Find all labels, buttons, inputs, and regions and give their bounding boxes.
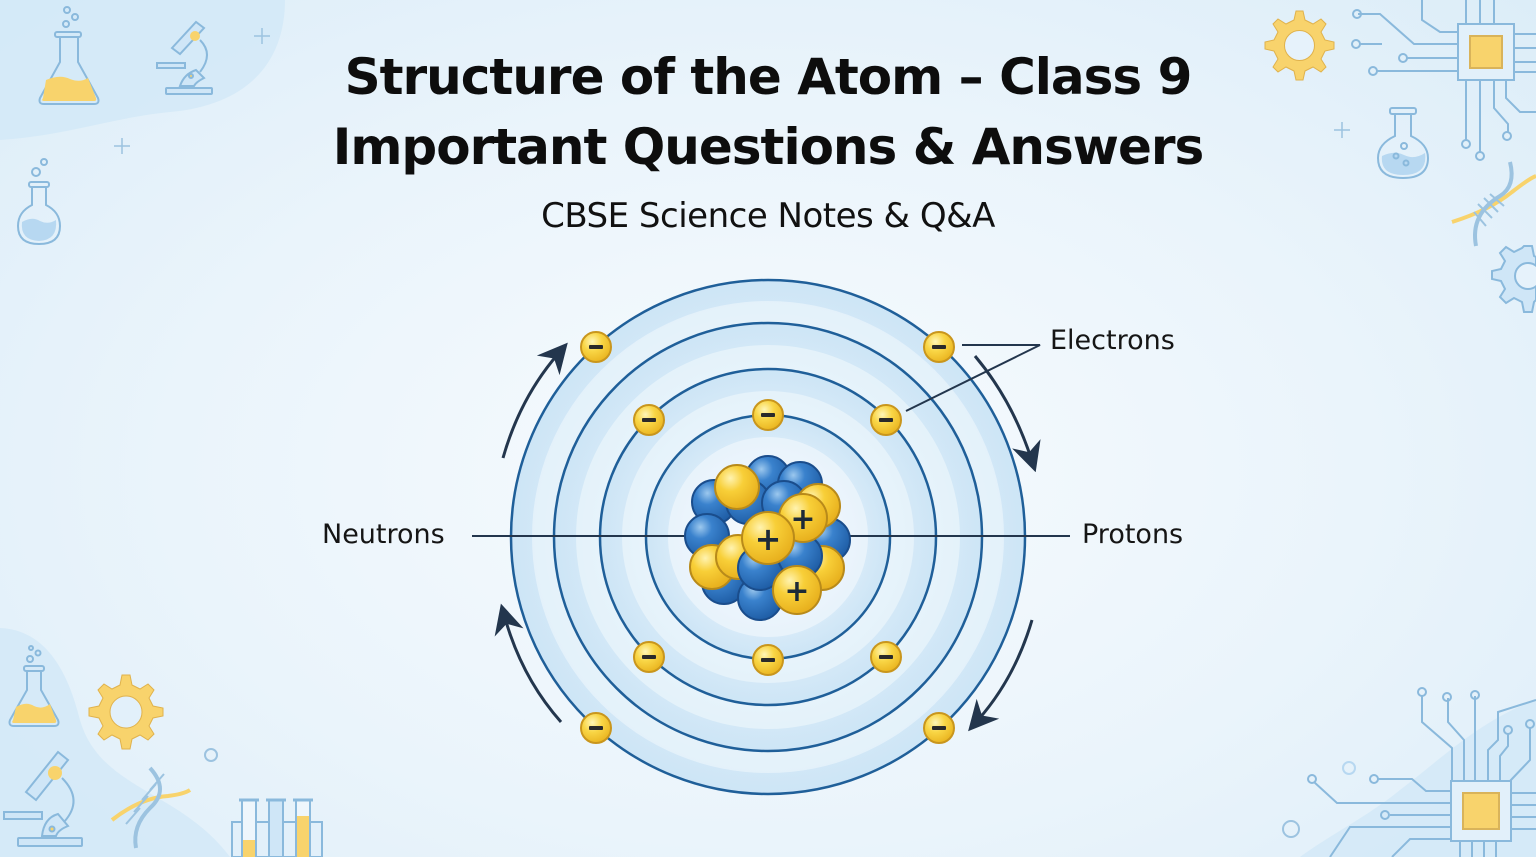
- svg-text:+: +: [755, 520, 782, 558]
- arrow-top-left: [501, 342, 568, 459]
- electron: [752, 644, 784, 676]
- arrow-bottom-right: [968, 619, 1034, 732]
- neutrons-label: Neutrons: [322, 519, 445, 550]
- svg-text:+: +: [790, 502, 815, 537]
- microscope-icon: [3, 750, 83, 847]
- circuit-chip-icon: [1282, 687, 1536, 857]
- svg-text:+: +: [784, 574, 809, 609]
- electrons-pointer: [905, 344, 1041, 412]
- gear-icon: [88, 674, 164, 750]
- page-subtitle: CBSE Science Notes & Q&A: [541, 196, 995, 236]
- page-title-line-1: Structure of the Atom – Class 9: [344, 48, 1193, 106]
- electron: [923, 331, 955, 363]
- electron: [923, 712, 955, 744]
- orbit-direction-arrows: [494, 342, 1041, 732]
- electron: [870, 641, 902, 673]
- electron: [633, 404, 665, 436]
- sparkle-icon: [114, 28, 1350, 154]
- protons-label: Protons: [1082, 519, 1184, 550]
- page-title-line-2: Important Questions & Answers: [332, 118, 1205, 176]
- round-flask-icon: [16, 158, 62, 246]
- label-pointer-lines: [472, 344, 1070, 537]
- electron: [580, 331, 612, 363]
- dna-icon: [1451, 161, 1536, 247]
- arrow-bottom-left: [494, 603, 563, 723]
- proton-plus: +: [741, 511, 795, 565]
- round-flask-icon: [1376, 107, 1430, 180]
- electron: [633, 641, 665, 673]
- proton-plus: +: [772, 565, 822, 615]
- microscope-icon: [156, 20, 213, 95]
- circuit-chip-icon: [1351, 0, 1536, 161]
- gear-icon: [1491, 245, 1536, 313]
- test-tubes-icon: [231, 798, 323, 857]
- electron: [580, 712, 612, 744]
- electron: [752, 399, 784, 431]
- corner-blob-bottom-left: [0, 628, 230, 857]
- dna-icon: [110, 766, 192, 849]
- gear-icon: [1264, 10, 1335, 81]
- bubble-icon: [204, 748, 218, 762]
- nucleus: + + +: [684, 455, 851, 621]
- flask-icon: [38, 6, 100, 105]
- electron: [870, 404, 902, 436]
- flask-icon: [8, 645, 60, 727]
- electrons-label: Electrons: [1050, 325, 1175, 356]
- arrow-top-right: [973, 355, 1041, 473]
- electrons: [580, 331, 955, 744]
